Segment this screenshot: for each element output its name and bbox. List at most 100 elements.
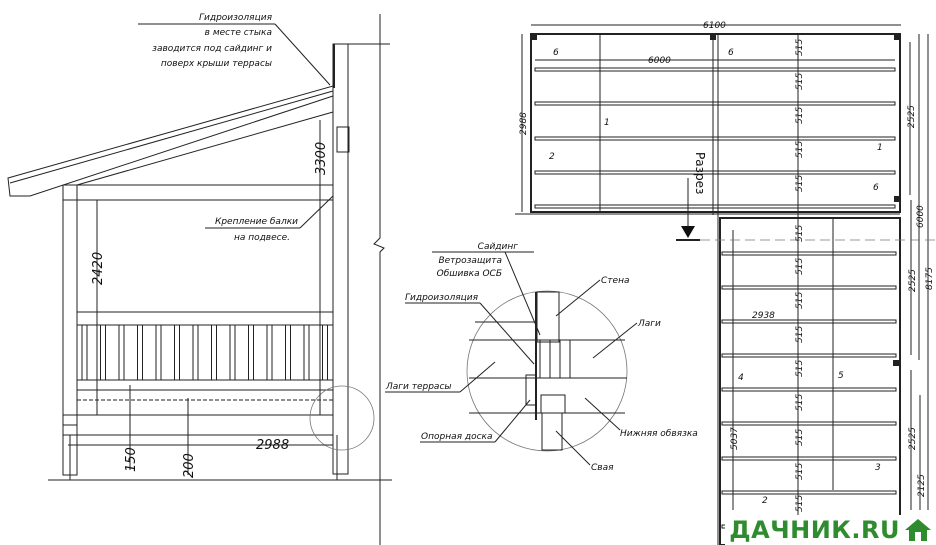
label-joists: Лаги [637, 319, 661, 329]
upper-plan-frame [530, 33, 901, 213]
house-icon [905, 519, 931, 541]
joist-spacing-515: 515 [795, 258, 805, 275]
lower-plan-frame [719, 217, 901, 545]
joist [721, 421, 897, 426]
label-osb: Обшивка ОСБ [437, 269, 502, 279]
joist-spacing-515: 515 [795, 394, 805, 411]
leader-pile [555, 430, 591, 466]
marker-4: 4 [738, 373, 744, 383]
joist-spacing-515: 515 [795, 429, 805, 446]
terrace-post [62, 184, 78, 476]
marker-2: 2 [549, 152, 555, 162]
joist-spacing-515: 515 [795, 39, 805, 56]
joist-spacing-515: 515 [795, 463, 805, 480]
roof-covering [9, 90, 334, 184]
baluster [192, 324, 199, 381]
roof [7, 85, 334, 197]
joist [721, 251, 897, 256]
house-wall-break-line [373, 14, 385, 545]
baluster [118, 324, 125, 381]
railing-balusters [81, 324, 328, 381]
support-board-left [62, 424, 78, 436]
joist [721, 285, 897, 290]
marker-1: 1 [604, 118, 610, 128]
leader-support-board [494, 399, 531, 443]
terrace-beam [62, 184, 334, 201]
post-marker [893, 360, 899, 366]
post-marker [894, 34, 900, 40]
floor-joists [534, 67, 897, 529]
joist-spacing-515: 515 [795, 326, 805, 343]
leader-wall [555, 279, 601, 317]
label-support-board: Опорная доска [421, 432, 493, 442]
label-waterproofing: Гидроизоляция [405, 293, 479, 303]
baluster [285, 324, 291, 381]
baluster [155, 324, 162, 381]
joist-spacing-515: 515 [795, 73, 805, 90]
note-waterproofing-2: в месте стыка [205, 28, 272, 38]
dim-6100: 6100 [703, 21, 726, 31]
marker-5: 5 [838, 371, 844, 381]
dim-2125: 2125 [917, 474, 927, 497]
label-siding: Сайдинг [478, 242, 519, 252]
marker-6: 6 [728, 48, 734, 58]
label-wind-protection: Ветрозащита [438, 256, 502, 266]
dim-width-2988: 2988 [256, 438, 289, 453]
joist-spacing-515: 515 [795, 225, 805, 242]
baluster [137, 324, 143, 381]
joist [721, 353, 897, 358]
rafter-underside [76, 111, 334, 186]
junction-detail: Сайдинг Ветрозащита Обшивка ОСБ Гидроизо… [385, 242, 698, 473]
dim-150: 150 [124, 447, 139, 472]
dim-8175: 8175 [925, 267, 935, 290]
leader-terrace-joists [459, 361, 496, 393]
label-terrace-joists: Лаги террасы [385, 382, 452, 392]
railing-top-rail [76, 311, 334, 326]
detail-frame-1 [539, 339, 551, 379]
joist-spacing-labels: 5155155155155155155155155155155155155155… [795, 34, 805, 545]
dim-5037: 5037 [730, 427, 740, 450]
baluster [174, 324, 180, 381]
note-beam-1: Крепление балки [215, 217, 298, 227]
terrace-joist [62, 414, 334, 436]
label-wall: Стена [601, 276, 629, 286]
baluster [303, 324, 310, 381]
dim-200: 200 [182, 453, 197, 478]
baluster [322, 324, 328, 381]
dim-left-2988: 2988 [519, 112, 529, 135]
post-marker [894, 196, 900, 202]
joist-spacing-515: 515 [795, 141, 805, 158]
leader-joists [592, 322, 638, 359]
joist-spacing-515: 515 [795, 107, 805, 124]
plan-view: 6100 6000 2988 2525 6000 8175 2525 2525 … [515, 21, 936, 545]
note-waterproofing-3: заводится под сайдинг и [152, 44, 272, 54]
marker-3: 3 [875, 463, 881, 473]
dim-2420: 2420 [91, 252, 106, 285]
note-waterproofing-1: Гидроизоляция [199, 13, 273, 23]
baluster [229, 324, 236, 381]
dim-2938: 2938 [752, 311, 775, 321]
section-arrow-head [681, 226, 695, 238]
marker-6: 6 [873, 183, 879, 193]
joist [534, 67, 896, 72]
joist-spacing-515: 515 [795, 360, 805, 377]
marker-1: 1 [877, 143, 883, 153]
leader-siding [504, 251, 541, 336]
joist [721, 387, 897, 392]
baluster [100, 324, 106, 381]
detail-support-board [525, 374, 537, 406]
label-pile: Свая [591, 463, 614, 473]
baluster [266, 324, 273, 381]
baluster [211, 324, 217, 381]
joist [721, 456, 897, 461]
baluster [248, 324, 254, 381]
joist-spacing-515: 515 [795, 292, 805, 309]
dim-3300: 3300 [314, 142, 329, 175]
elevation-view: 2420 3300 150 200 2988 Гидроизоляция в м… [7, 13, 392, 545]
dim-6000-right: 6000 [916, 205, 926, 228]
joist-spacing-515: 515 [795, 175, 805, 192]
house-wall [332, 43, 349, 475]
marker-6: 6 [553, 48, 559, 58]
